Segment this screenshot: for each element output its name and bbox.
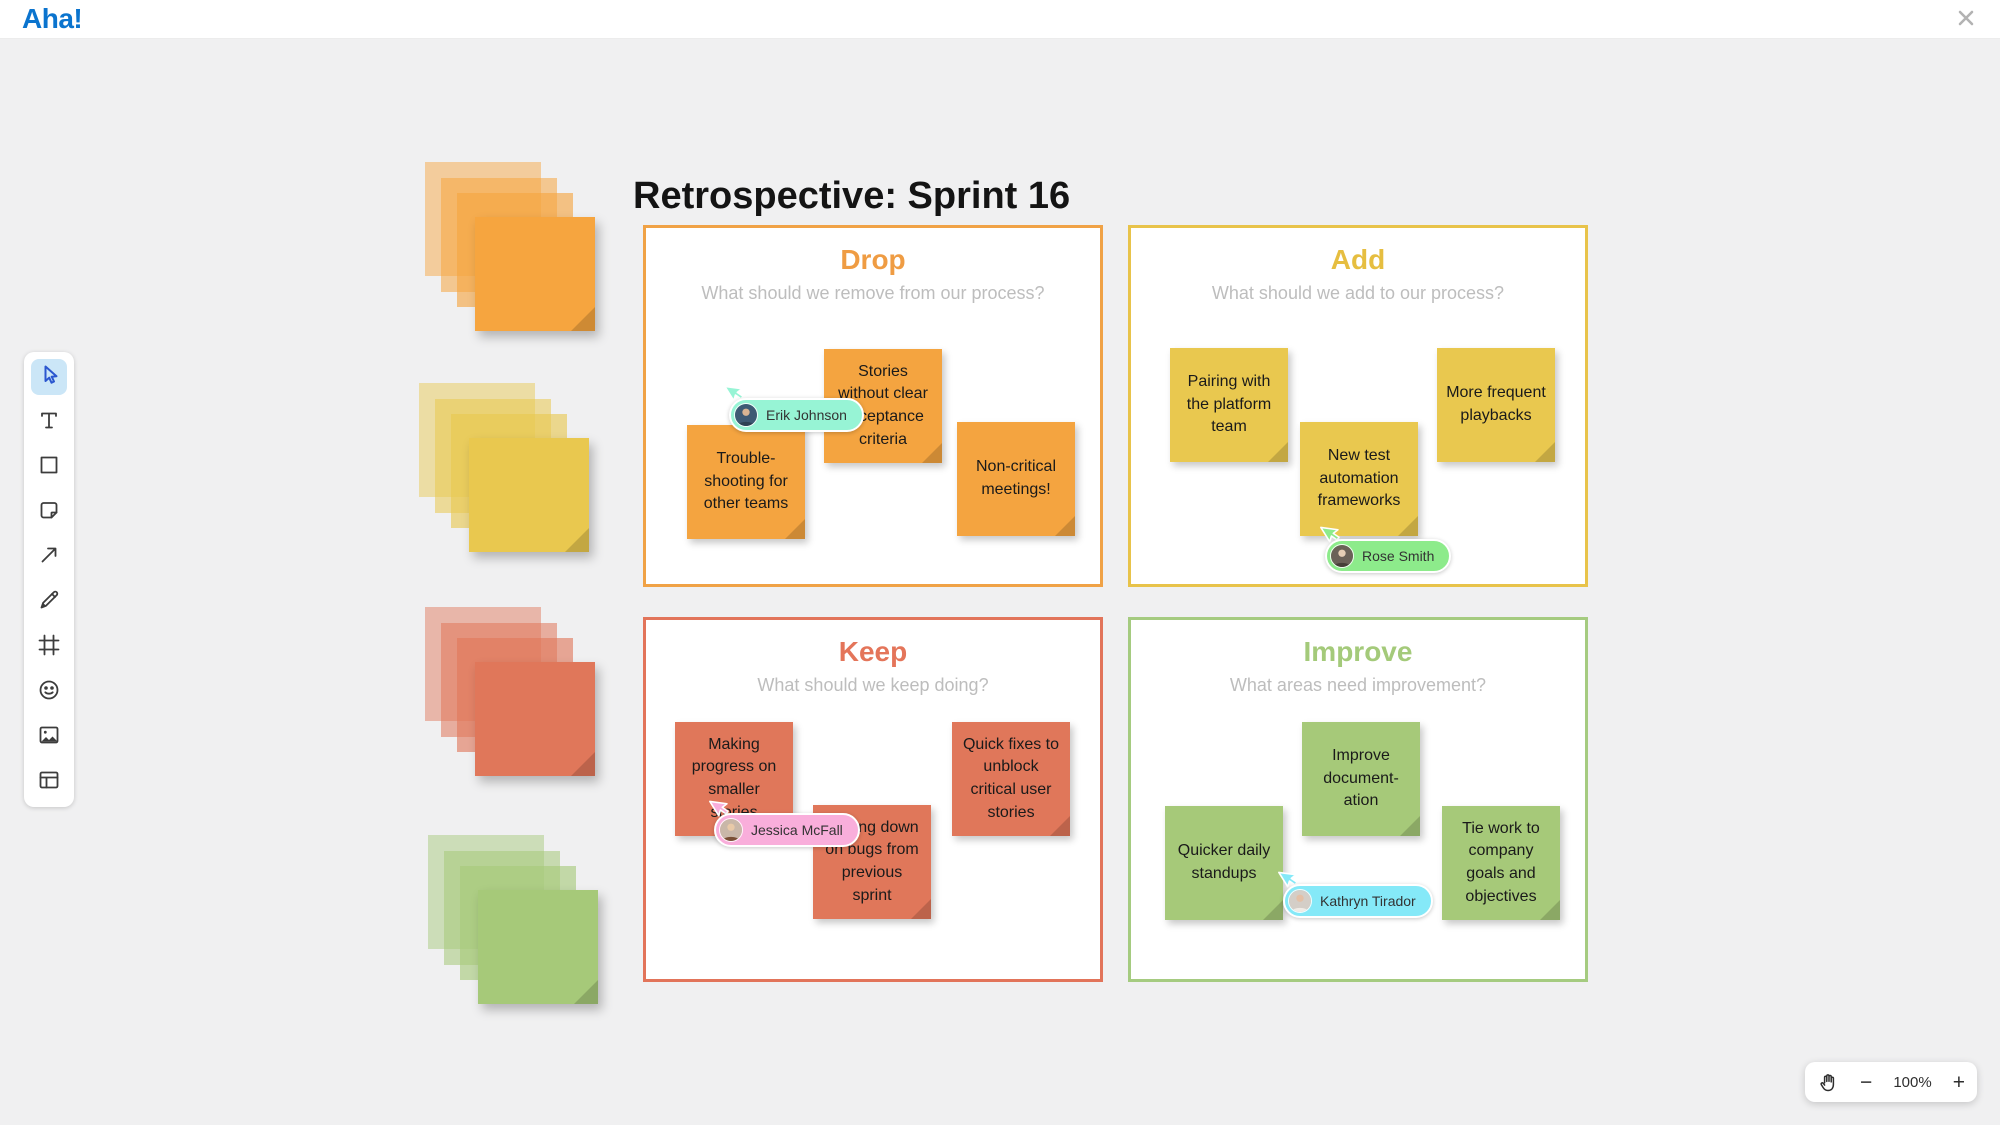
app-header: Aha! — [0, 0, 2000, 39]
table-tool-button[interactable] — [31, 764, 67, 800]
connector-tool-button[interactable] — [31, 539, 67, 575]
sticky-note-text: Trouble-shooting for other teams — [703, 449, 789, 513]
image-icon — [36, 722, 62, 753]
frame-icon — [36, 632, 62, 663]
pen-tool-button[interactable] — [31, 584, 67, 620]
quadrant-title: Improve — [1303, 636, 1413, 667]
smiley-icon — [36, 677, 62, 708]
sticky-note-text: Stories without clear acceptance criteri… — [838, 362, 928, 448]
quadrant-title: Keep — [838, 636, 908, 667]
quadrant-subtitle: What should we keep doing? — [757, 675, 989, 695]
zoom-controls: − 100% + — [1805, 1062, 1977, 1102]
sticky-note[interactable]: Non-critical meetings! — [957, 422, 1075, 536]
zoom-out-button[interactable]: − — [1860, 1070, 1873, 1094]
board-title[interactable]: Retrospective: Sprint 16 — [633, 175, 1071, 217]
orange-sticky-stack[interactable] — [425, 162, 597, 334]
sticky-note-text: Improve document-ation — [1323, 746, 1399, 810]
sticky-note[interactable]: Cutting down on bugs from previous sprin… — [813, 805, 931, 919]
sticky-note-text: More frequent playbacks — [1446, 384, 1546, 424]
green-sticky-stack[interactable] — [428, 835, 600, 1007]
shape-tool-button[interactable] — [31, 449, 67, 485]
close-icon[interactable] — [1956, 8, 1976, 28]
sticky-note[interactable]: New test automation frameworks — [1300, 422, 1418, 536]
sticky-note-text: Cutting down on bugs from previous sprin… — [825, 818, 919, 904]
sticky-note[interactable]: Quicker daily standups — [1165, 806, 1283, 920]
pan-hand-icon[interactable] — [1817, 1071, 1839, 1093]
sticky-note-tool-button[interactable] — [31, 494, 67, 530]
table-layout-icon — [36, 767, 62, 798]
quadrant-subtitle: What should we add to our process? — [1211, 283, 1505, 303]
quadrant-title: Add — [1330, 244, 1386, 275]
sticky-note[interactable]: Tie work to company goals and objectives — [1442, 806, 1560, 920]
zoom-level: 100% — [1893, 1073, 1932, 1091]
square-icon — [36, 452, 62, 483]
arrow-ne-icon — [36, 542, 62, 573]
sticky-note[interactable]: Trouble-shooting for other teams — [687, 425, 805, 539]
sticky-note[interactable]: Stories without clear acceptance criteri… — [824, 349, 942, 463]
sticky-note-text: Quicker daily standups — [1177, 842, 1271, 882]
text-tool-button[interactable] — [31, 404, 67, 440]
emoji-tool-button[interactable] — [31, 674, 67, 710]
quadrant-title: Drop — [840, 244, 906, 275]
select-tool-button[interactable] — [31, 359, 67, 395]
image-tool-button[interactable] — [31, 719, 67, 755]
sticky-note[interactable]: More frequent playbacks — [1437, 348, 1555, 462]
sticky-note-text: Quick fixes to unblock critical user sto… — [962, 735, 1060, 821]
sticky-note-text: Non-critical meetings! — [975, 458, 1056, 498]
frame-tool-button[interactable] — [31, 629, 67, 665]
zoom-in-button[interactable]: + — [1952, 1070, 1965, 1094]
sticky-note[interactable]: Improve document-ation — [1302, 722, 1420, 836]
aha-logo[interactable]: Aha! — [22, 3, 83, 34]
pencil-icon — [36, 587, 62, 618]
sticky-note[interactable]: Pairing with the platform team — [1170, 348, 1288, 462]
sticky-note[interactable]: Making progress on smaller stories — [675, 722, 793, 836]
tool-palette — [24, 352, 74, 807]
sticky-note-text: Pairing with the platform team — [1186, 372, 1272, 436]
quadrant-subtitle: What should we remove from our process? — [701, 283, 1045, 303]
sticky-note-text: Making progress on smaller stories — [691, 735, 777, 821]
sticky-note-text: New test automation frameworks — [1317, 446, 1401, 510]
yellow-sticky-stack[interactable] — [419, 383, 591, 555]
salmon-sticky-stack[interactable] — [425, 607, 597, 779]
text-icon — [36, 407, 62, 438]
quadrant-subtitle: What areas need improvement? — [1229, 675, 1487, 695]
sticky-note-icon — [36, 497, 62, 528]
sticky-note-text: Tie work to company goals and objectives — [1462, 819, 1540, 905]
sticky-note[interactable]: Quick fixes to unblock critical user sto… — [952, 722, 1070, 836]
select-cursor-icon — [36, 362, 62, 393]
